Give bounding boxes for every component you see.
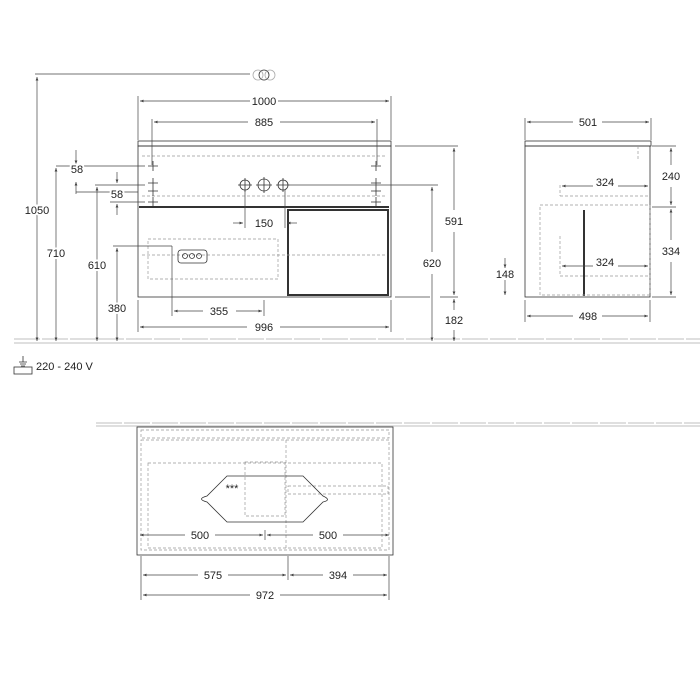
dim-1050: 1050 <box>25 205 49 217</box>
front-view-cabinet <box>137 140 392 298</box>
dim-501: 501 <box>579 117 597 129</box>
dim-885: 885 <box>255 117 273 129</box>
dim-620: 620 <box>423 258 441 270</box>
power-socket-icon <box>13 356 33 375</box>
power-socket-outlet <box>177 249 208 264</box>
dim-394: 394 <box>329 570 347 582</box>
dim-324-upper: 324 <box>596 177 614 189</box>
dim-148: 148 <box>496 269 514 281</box>
dimension-lines-front <box>35 73 458 341</box>
dimension-lines-top <box>140 530 390 600</box>
dim-380: 380 <box>108 303 126 315</box>
floor-line-front <box>14 338 700 344</box>
top-view-cabinet <box>136 426 394 556</box>
front-dimension-labels: 1000 885 1050 710 58 610 58 380 150 355 … <box>23 96 463 334</box>
dim-355: 355 <box>210 306 228 318</box>
dim-182: 182 <box>445 315 463 327</box>
dim-334: 334 <box>662 246 680 258</box>
dim-58-b: 58 <box>111 189 123 201</box>
floor-line-top <box>96 422 700 427</box>
basin-mark: *** <box>226 483 240 495</box>
dim-575: 575 <box>204 570 222 582</box>
side-dimension-labels: 501 240 324 334 324 148 498 <box>496 117 680 323</box>
dim-972: 972 <box>256 590 274 602</box>
dim-324-lower: 324 <box>596 257 614 269</box>
top-dimension-labels: 500 500 575 394 972 <box>191 530 347 602</box>
dim-610: 610 <box>88 260 106 272</box>
dim-500-left: 500 <box>191 530 209 542</box>
tap-symbol-icon <box>258 69 270 81</box>
side-view-cabinet <box>524 140 652 298</box>
dim-498: 498 <box>579 311 597 323</box>
dimension-lines-side <box>503 118 676 322</box>
dim-996: 996 <box>255 322 273 334</box>
dim-58-a: 58 <box>71 164 83 176</box>
dim-591: 591 <box>445 216 463 228</box>
dim-710: 710 <box>47 248 65 260</box>
voltage-label: 220 - 240 V <box>36 361 94 373</box>
dim-240: 240 <box>662 171 680 183</box>
tap-hole-icons <box>238 177 290 193</box>
dim-1000: 1000 <box>252 96 276 108</box>
mounting-hole-markers <box>148 161 381 207</box>
basin-outline <box>201 475 328 523</box>
dim-500-right: 500 <box>319 530 337 542</box>
dim-150: 150 <box>255 218 273 230</box>
